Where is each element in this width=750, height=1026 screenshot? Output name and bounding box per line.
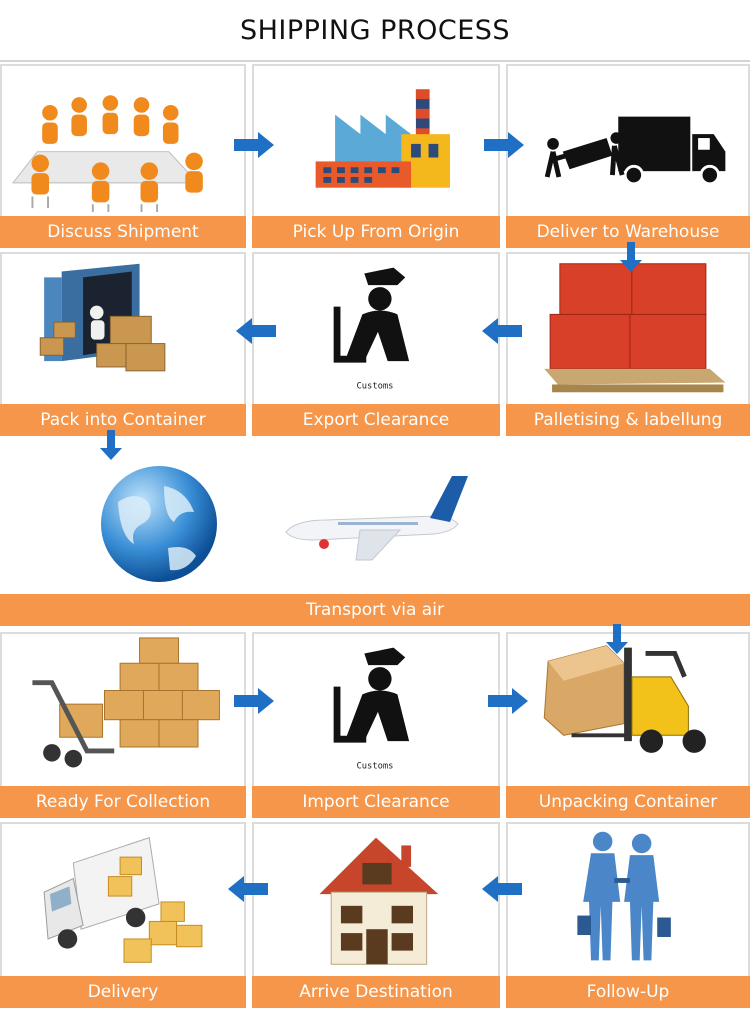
step-palletising-labelling: Palletising & labellung — [506, 252, 750, 436]
step-label: Follow-Up — [506, 976, 750, 1008]
truck-movers-icon — [544, 116, 726, 186]
step-follow-up: Follow-Up — [506, 822, 750, 1008]
arrow-right-icon — [488, 688, 528, 714]
step-ready-for-collection: Ready For Collection — [0, 632, 246, 818]
step-label: Deliver to Warehouse — [506, 216, 750, 248]
container-icon — [39, 263, 166, 372]
customs-officer-icon: Customs — [333, 647, 410, 771]
step-import-clearance: Customs Import Clearance — [252, 632, 500, 818]
arrow-right-icon — [234, 688, 274, 714]
arrow-left-icon — [482, 318, 522, 344]
step-label: Pick Up From Origin — [252, 216, 500, 248]
arrow-left-icon — [228, 876, 268, 902]
step-delivery: Delivery — [0, 822, 246, 1008]
step-label: Unpacking Container — [506, 786, 750, 818]
step-label: Ready For Collection — [0, 786, 246, 818]
customs-sign: Customs — [357, 761, 394, 771]
handshake-men-icon — [577, 831, 671, 961]
hand-truck-crates-icon — [32, 637, 220, 768]
customs-officer-icon: Customs — [333, 267, 410, 391]
step-label: Delivery — [0, 976, 246, 1008]
house-icon — [319, 837, 439, 965]
step-pack-into-container: Pack into Container — [0, 252, 246, 436]
step-label: Discuss Shipment — [0, 216, 246, 248]
globe-icon — [101, 466, 217, 582]
row-5: Delivery Arrive Destination — [0, 822, 750, 1008]
arrow-left-icon — [236, 318, 276, 344]
step-unpacking-container: Unpacking Container — [506, 632, 750, 818]
row-3: Transport via air — [0, 440, 750, 628]
step-arrive-destination: Arrive Destination — [252, 822, 500, 1008]
arrow-left-icon — [482, 876, 522, 902]
step-label: Arrive Destination — [252, 976, 500, 1008]
page-title: SHIPPING PROCESS — [0, 0, 750, 62]
arrow-down-icon — [100, 430, 122, 460]
step-label: Export Clearance — [252, 404, 500, 436]
arrow-down-icon — [606, 624, 628, 654]
pallet-boxes-icon — [544, 263, 726, 393]
forklift-icon — [543, 645, 706, 753]
step-label: Pack into Container — [0, 404, 246, 436]
step-deliver-to-warehouse: Deliver to Warehouse — [506, 64, 750, 248]
delivery-van-icon — [43, 836, 203, 963]
airplane-icon — [285, 476, 468, 561]
arrow-right-icon — [484, 132, 524, 158]
meeting-table-icon — [11, 95, 203, 213]
factory-icon — [315, 89, 450, 188]
row-4: Ready For Collection Customs Import Clea… — [0, 624, 750, 818]
step-label: Palletising & labellung — [506, 404, 750, 436]
arrow-right-icon — [234, 132, 274, 158]
row-1: Discuss Shipment Pick Up From Origin — [0, 64, 750, 272]
customs-sign: Customs — [357, 381, 394, 391]
step-pick-up-from-origin: Pick Up From Origin — [252, 64, 500, 248]
arrow-down-icon — [620, 242, 642, 272]
row-2: Pack into Container Customs Export Clear… — [0, 252, 750, 460]
step-discuss-shipment: Discuss Shipment — [0, 64, 246, 248]
step-transport-via-air: Transport via air — [0, 594, 750, 626]
step-label: Import Clearance — [252, 786, 500, 818]
step-export-clearance: Customs Export Clearance — [252, 252, 500, 436]
